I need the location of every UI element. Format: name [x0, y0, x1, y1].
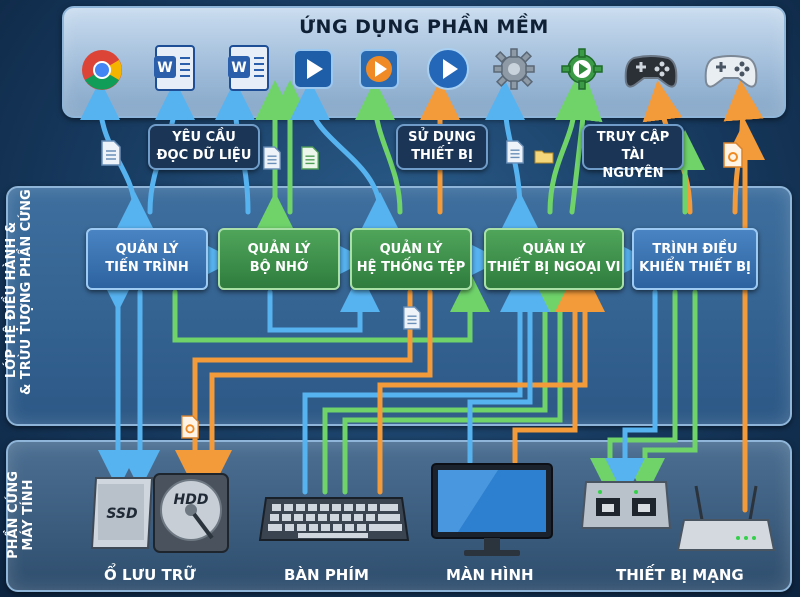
- document-icon: [505, 140, 525, 168]
- module-file-system-manager[interactable]: QUẢN LÝ HỆ THỐNG TỆP: [350, 228, 472, 290]
- arrow-driver-network-blue: [605, 289, 658, 498]
- gamepad-dark-icon[interactable]: [624, 52, 678, 94]
- loop-blue-lower: [267, 272, 380, 333]
- config-file-icon: [722, 142, 744, 172]
- callout-use-device-line2: THIẾT BỊ: [411, 148, 473, 163]
- document-green-icon: [300, 146, 320, 174]
- hardware-label-keyboard: BÀN PHÍM: [284, 566, 369, 584]
- callout-read-data: YÊU CẦU ĐỌC DỮ LIỆU: [148, 124, 260, 170]
- callout-access-resource-line1: TRUY CẬP: [596, 130, 670, 145]
- callout-use-device-line1: SỬ DỤNG: [408, 130, 476, 145]
- play-circle-icon[interactable]: [426, 47, 470, 95]
- application-layer-title: ỨNG DỤNG PHẦN MỀM: [299, 16, 549, 38]
- gamepad-light-icon[interactable]: [704, 52, 758, 94]
- hdd-label: HDD: [174, 492, 209, 508]
- module-peripheral-manager[interactable]: QUẢN LÝ THIẾT BỊ NGOẠI VI: [484, 228, 624, 290]
- callout-access-resource: TRUY CẬP TÀI NGUYÊN: [582, 124, 684, 181]
- keyboard-device[interactable]: [258, 494, 410, 548]
- module-peripheral-manager-line1: QUẢN LÝ: [522, 242, 586, 257]
- svg-text:W: W: [157, 60, 172, 76]
- arrow-fs-app-green: [355, 80, 403, 215]
- module-peripheral-manager-line2: THIẾT BỊ NGOẠI VI: [487, 260, 621, 275]
- module-memory-manager[interactable]: QUẢN LÝ BỘ NHỚ: [218, 228, 340, 290]
- chrome-icon[interactable]: [80, 48, 124, 96]
- module-memory-manager-line1: QUẢN LÝ: [247, 242, 311, 257]
- hardware-label-storage: Ổ LƯU TRỮ: [104, 566, 196, 584]
- hardware-label-monitor: MÀN HÌNH: [446, 566, 534, 584]
- svg-text:W: W: [231, 60, 246, 76]
- module-file-system-manager-line2: HỆ THỐNG TỆP: [356, 260, 466, 275]
- loop-green-lower: [172, 272, 490, 343]
- arrow-peripheral-app-green: [562, 80, 603, 215]
- gear-play-icon[interactable]: [560, 47, 604, 95]
- hdd-device[interactable]: HDD: [150, 470, 232, 560]
- media-player-orange-icon[interactable]: [358, 48, 400, 94]
- module-process-manager[interactable]: QUẢN LÝ TIẾN TRÌNH: [86, 228, 208, 290]
- router-device[interactable]: [676, 484, 776, 558]
- callout-use-device: SỬ DỤNG THIẾT BỊ: [396, 124, 488, 170]
- gear-icon[interactable]: [492, 47, 536, 95]
- ssd-device[interactable]: SSD: [86, 472, 158, 558]
- arrow-player-fs: [290, 80, 401, 233]
- arrow-monitor-orange: [512, 272, 595, 465]
- callout-read-data-line2: ĐỌC DỮ LIỆU: [156, 148, 252, 163]
- monitor-device[interactable]: [428, 460, 556, 564]
- config-file-icon: [180, 415, 200, 443]
- arrow-fs-hdd-orange2: [192, 289, 433, 490]
- arrow-keyboard-orange: [377, 272, 605, 495]
- ssd-label: SSD: [106, 506, 137, 522]
- module-device-driver[interactable]: TRÌNH ĐIỀU KHIỂN THIẾT BỊ: [632, 228, 758, 290]
- callout-read-data-line1: YÊU CẦU: [172, 130, 236, 145]
- arrow-driver-network-green2: [625, 289, 698, 498]
- module-device-driver-line1: TRÌNH ĐIỀU: [652, 242, 738, 257]
- network-switch-device[interactable]: [580, 476, 672, 538]
- arrow-keyboard-green: [322, 272, 565, 495]
- arrow-keyboard-green2: [342, 272, 580, 495]
- module-file-system-manager-line1: QUẢN LÝ: [379, 242, 443, 257]
- callout-access-resource-line2: TÀI NGUYÊN: [602, 148, 664, 181]
- document-icon: [262, 146, 282, 174]
- media-player-icon[interactable]: [292, 48, 334, 94]
- document-icon: [402, 306, 422, 334]
- module-process-manager-line1: QUẢN LÝ: [115, 242, 179, 257]
- arrow-keyboard-blue: [302, 272, 540, 495]
- module-device-driver-line2: KHIỂN THIẾT BỊ: [639, 260, 751, 275]
- module-process-manager-line2: TIẾN TRÌNH: [105, 260, 189, 275]
- folder-icon: [534, 148, 554, 168]
- hardware-label-network: THIẾT BỊ MẠNG: [616, 566, 744, 584]
- word-doc-icon[interactable]: W: [226, 44, 272, 96]
- arrow-monitor-blue: [467, 272, 550, 465]
- document-icon: [100, 140, 122, 170]
- word-doc-icon[interactable]: W: [152, 44, 198, 96]
- module-memory-manager-line2: BỘ NHỚ: [249, 260, 309, 275]
